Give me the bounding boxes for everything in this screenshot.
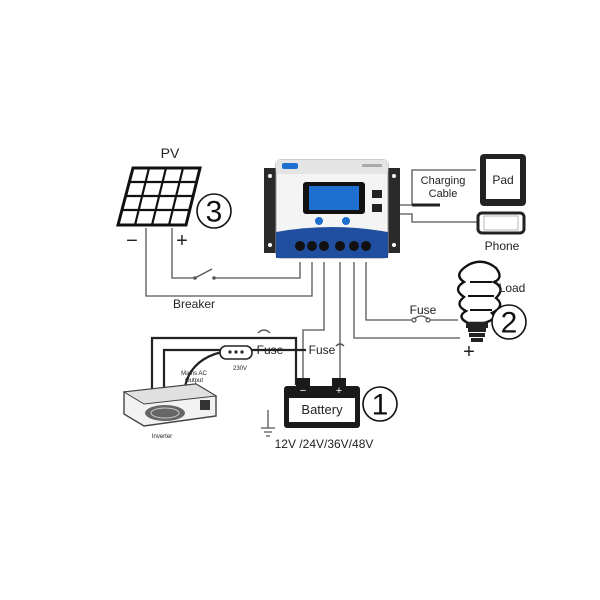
socket-voltage-label: 230V <box>233 366 247 372</box>
wires <box>145 169 478 437</box>
battery-minus-label: − <box>300 385 306 397</box>
inverter-fuse-label: Fuse <box>257 343 284 357</box>
bulb-coil-lines <box>468 281 494 311</box>
controller-button-right <box>342 217 350 225</box>
battery-plus-label: + <box>336 385 342 397</box>
inverter-positive-wire <box>150 336 298 390</box>
pv-negative-wire <box>145 228 313 297</box>
controller-screen <box>309 186 359 210</box>
load-label: Load <box>499 281 526 295</box>
number-pv: 3 <box>206 196 223 229</box>
inverter-outlet <box>200 400 210 410</box>
pv-minus-label: − <box>126 230 138 252</box>
solar-panel <box>116 166 202 227</box>
solar-panel-grid <box>122 167 196 226</box>
battery <box>284 378 360 428</box>
battery-terminal-negative <box>296 378 310 387</box>
pv-label: PV <box>161 145 180 161</box>
charging-cable-pad <box>392 169 476 206</box>
phone-label: Phone <box>485 239 520 253</box>
controller-button-left <box>315 217 323 225</box>
inverter-fan-grille <box>150 407 180 419</box>
ground-symbol <box>261 410 275 437</box>
inverter-negative-wire <box>162 348 306 390</box>
number-load: 2 <box>501 307 518 340</box>
load-bulb <box>456 260 502 342</box>
usb-port-1 <box>372 190 382 198</box>
controller-bracket-left <box>264 168 276 253</box>
controller-terminals <box>295 241 371 251</box>
battery-voltage-label: 12V /24V/36V/48V <box>275 437 374 451</box>
load-fuse-label: Fuse <box>410 303 437 317</box>
breaker-contact <box>212 276 216 280</box>
charge-controller <box>264 159 400 259</box>
charging-cable-label-1: Charging <box>421 175 466 187</box>
number-badge-pv <box>196 193 232 229</box>
load-positive-wire-a <box>365 262 412 321</box>
tablet-device <box>480 154 526 206</box>
charging-cable-label-2: Cable <box>429 188 458 200</box>
inverter-top <box>122 383 218 405</box>
bulb-neck <box>466 322 488 328</box>
battery-label: Battery <box>301 402 343 417</box>
battery-negative-wire <box>302 262 325 385</box>
inverter-label: Inverter <box>152 434 172 440</box>
pv-positive-wire-b <box>214 262 301 279</box>
breaker-contact <box>193 276 197 280</box>
battery-fuse-symbol <box>335 343 345 347</box>
inverter-fuse-symbol <box>257 329 271 334</box>
tablet-screen <box>486 159 520 199</box>
charging-cable-phone <box>400 213 478 223</box>
number-badge-battery <box>362 386 398 422</box>
pv-positive-wire-a <box>171 228 195 279</box>
load-fuse-symbol <box>413 315 429 320</box>
phone-device <box>476 211 526 235</box>
controller-model-plate <box>362 164 382 167</box>
breaker-label: Breaker <box>173 297 215 311</box>
pv-plus-label: + <box>176 230 188 252</box>
load-negative-wire <box>353 262 460 339</box>
load-plus-label: + <box>463 341 475 363</box>
controller-top-strip <box>276 160 388 174</box>
controller-terminal-band <box>276 227 388 258</box>
battery-terminal-positive <box>332 378 346 387</box>
bulb-base <box>468 328 486 342</box>
mains-output-label-1: Mains AC <box>181 371 207 377</box>
inverter <box>122 383 218 427</box>
usb-port-2 <box>372 204 382 212</box>
pad-label: Pad <box>492 173 513 187</box>
breaker-switch <box>194 268 213 279</box>
battery-fuse-label: Fuse <box>309 343 336 357</box>
controller-bracket-right <box>388 168 400 253</box>
ac-socket <box>219 345 253 360</box>
mains-output-label-2: Output <box>185 378 203 384</box>
number-badge-load <box>491 304 527 340</box>
battery-label-plate <box>289 398 355 422</box>
number-battery: 1 <box>372 389 389 422</box>
phone-screen <box>483 215 519 231</box>
controller-logo <box>282 163 298 169</box>
